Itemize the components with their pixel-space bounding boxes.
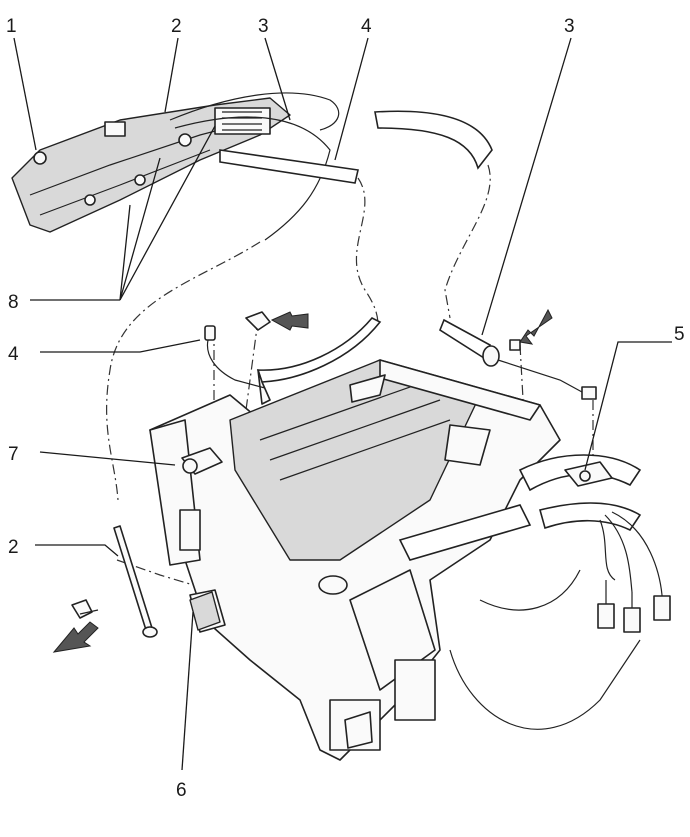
callout-7: 7 bbox=[8, 444, 19, 465]
arrow-right-clip bbox=[519, 308, 553, 345]
control-panel-assembly bbox=[11, 92, 340, 241]
clip-top bbox=[245, 311, 271, 331]
cable-center-hose bbox=[256, 317, 382, 383]
callout-2-top: 2 bbox=[171, 16, 182, 37]
cable-3-right bbox=[439, 318, 597, 400]
arrow-top-clip bbox=[270, 311, 309, 331]
arrow-lower-left bbox=[52, 621, 99, 653]
callout-4-mid: 4 bbox=[8, 344, 19, 365]
cable-3-top bbox=[374, 110, 493, 170]
routing-line-center bbox=[355, 177, 379, 326]
cable-4-top bbox=[219, 149, 359, 184]
rod-part-2 bbox=[71, 525, 158, 638]
callout-3-top: 3 bbox=[258, 16, 269, 37]
heater-box-housing bbox=[149, 359, 642, 761]
routing-line-right bbox=[444, 164, 491, 319]
callout-1: 1 bbox=[6, 16, 17, 37]
callout-6: 6 bbox=[176, 780, 187, 801]
callout-5: 5 bbox=[674, 324, 685, 345]
cable-4-connector bbox=[204, 325, 266, 389]
wiring-harness bbox=[597, 511, 671, 633]
callout-4-top: 4 bbox=[361, 16, 372, 37]
callout-8: 8 bbox=[8, 292, 19, 313]
callout-3-right: 3 bbox=[564, 16, 575, 37]
callout-2-left: 2 bbox=[8, 537, 19, 558]
routing-line-left bbox=[106, 241, 261, 501]
